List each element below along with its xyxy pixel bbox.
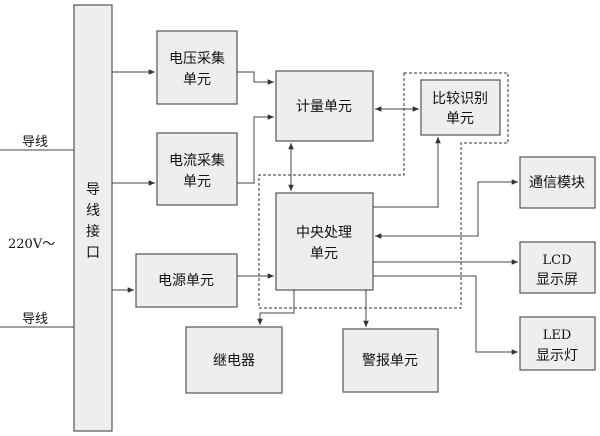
wire-interface-label-1: 导 [86,182,100,198]
cpu-label-1: 中央处理 [296,225,352,241]
current-acquisition-label-2: 单元 [183,174,211,190]
lcd-display-box [519,241,596,294]
cpu-label-2: 单元 [310,246,338,262]
mains-voltage-label: 220V～ [8,237,55,252]
led-light-label-2: 显示灯 [536,348,578,364]
arrow-cpu-to-led [373,275,518,355]
cpu-box [275,192,374,291]
alarm-unit-box [342,328,439,393]
relay-box [185,326,283,394]
power-unit-box [135,253,238,308]
arrow-cpu-to-relay [257,290,295,325]
arrow-current-to-metering [237,114,274,184]
processing-region-boundary [258,72,509,309]
voltage-acquisition-box [156,30,238,105]
wire-interface-label-2: 线 [86,203,100,219]
wire-bottom-label: 导线 [22,312,48,327]
led-light-label-1: LED [543,328,572,343]
comm-module-label: 通信模块 [529,175,585,191]
power-unit-label: 电源单元 [158,273,214,289]
voltage-acquisition-label-1: 电压采集 [169,50,225,67]
comparison-unit-label-2: 单元 [446,111,474,127]
arrow-cpu-to-comparison [373,137,441,208]
arrow-voltage-to-metering [237,71,274,85]
metering-unit-box [275,70,374,142]
comparison-unit-box [420,79,501,136]
arrow-comm-cpu [375,179,518,239]
current-acquisition-label-1: 电流采集 [169,152,225,169]
wire-interface-label-4: 口 [86,245,100,261]
lcd-display-label-1: LCD [542,253,571,268]
wire-top-label: 导线 [22,135,48,150]
comparison-unit-label-1: 比较识别 [432,91,488,107]
voltage-acquisition-label-2: 单元 [183,72,211,88]
alarm-unit-label: 警报单元 [362,353,418,369]
lcd-display-label-2: 显示屏 [536,272,578,288]
metering-unit-label: 计量单元 [296,99,352,115]
comm-module-box [519,156,596,209]
led-light-box [519,316,596,371]
current-acquisition-box [156,132,238,206]
wire-interface-label-3: 接 [86,223,100,240]
wire-interface-box [73,4,113,432]
relay-label: 继电器 [213,353,255,369]
